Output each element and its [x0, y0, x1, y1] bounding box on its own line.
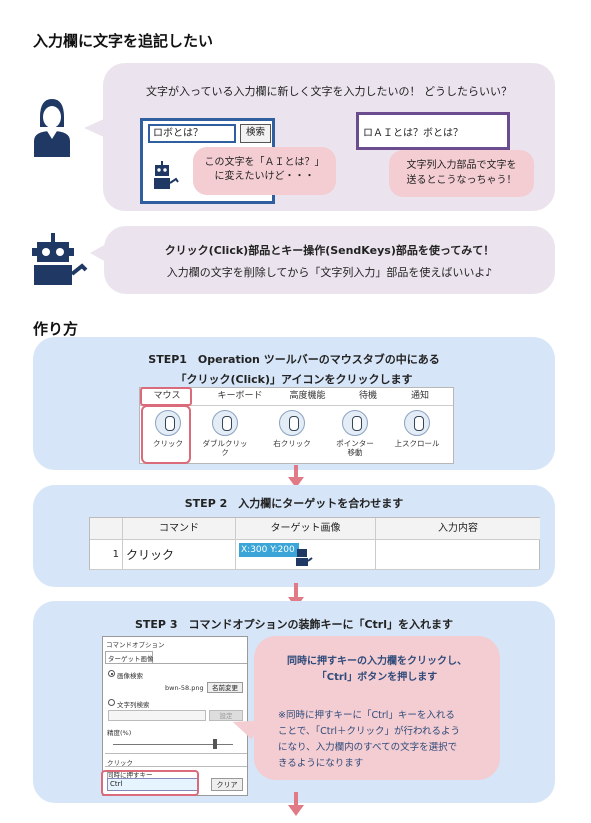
accuracy-slider[interactable] [113, 744, 233, 745]
robot-icon [151, 161, 179, 191]
flow-arrow-1-head [288, 477, 304, 488]
scroll-up-icon [404, 410, 430, 436]
robot-bubble-tail [90, 244, 106, 262]
flow-arrow-1 [294, 465, 298, 478]
robot-answer-line1: クリック(Click)部品とキー操作(SendKeys)部品を使ってみて！ [164, 244, 495, 257]
after-note-line2: 送るとこうなっちゃう！ [406, 175, 517, 186]
command-grid: コマンド ターゲット画像 入力内容 1 クリック X:300 Y:200 [89, 517, 540, 570]
row-input-cell[interactable] [376, 540, 540, 570]
mouse-click-icon [155, 410, 181, 436]
step3-note-line3: になり、入力欄内のすべての文字を選択で [278, 742, 458, 753]
step2-title: STEP 2 入力欄にターゲットを合わせます [184, 497, 404, 510]
right-click-tool-label: 右クリック [273, 439, 311, 448]
col-target-header: ターゲット画像 [236, 518, 376, 540]
row-command[interactable]: クリック [123, 540, 236, 570]
pointer-move-tool-label: ポインター 移動 [336, 439, 374, 457]
step3-note-bold2: 「Ctrl」ボタンを押します [316, 672, 438, 683]
robot-avatar-icon [28, 230, 90, 286]
step1-line1: STEP1 Operation ツールバーのマウスタブの中にある [148, 353, 440, 366]
after-note-line1: 文字列入力部品で文字を [406, 160, 517, 171]
robot-answer-line2: 入力欄の文字を削除してから「文字列入力」部品を使えばいいよ♪ [166, 266, 493, 279]
target-image-tab[interactable]: ターゲット画像 [108, 655, 154, 663]
step3-note-line4: きるようになります [278, 758, 364, 769]
row-number: 1 [90, 540, 123, 570]
flow-arrow-3 [294, 792, 298, 806]
user-question-text: 文字が入っている入力欄に新しく文字を入力したいの！ どうしたらいい？ [146, 85, 512, 98]
tab-mouse[interactable]: マウス [153, 391, 181, 401]
problem-heading: 入力欄に文字を追記したい [33, 32, 214, 50]
step3-note-line2: ことで、「Ctrl＋クリック」が行われるよう [278, 726, 461, 737]
flow-arrow-2 [294, 583, 298, 598]
click-label: クリック [107, 759, 133, 767]
before-note-line2: に変えたいけど・・・ [214, 171, 315, 182]
command-option-dialog: コマンドオプション ターゲット画像 画像検索 bwn-58.png 名前変更 文… [102, 636, 248, 796]
mouse-tab-highlight [140, 387, 192, 406]
bubble-tail [84, 118, 106, 138]
step3-note: 同時に押すキーの入力欄をクリックし、 「Ctrl」ボタンを押します ※同時に押す… [254, 636, 500, 780]
dialog-title: コマンドオプション [106, 641, 165, 649]
right-click-tool[interactable]: 右クリック [267, 410, 317, 448]
example-input-field[interactable]: ロボとは？ [148, 124, 236, 143]
flow-arrow-3-head [288, 805, 304, 816]
row-target-cell[interactable]: X:300 Y:200 [236, 540, 376, 570]
mouse-right-click-icon [279, 410, 305, 436]
tab-notify[interactable]: 通知 [410, 391, 429, 401]
image-search-radio[interactable] [108, 670, 115, 677]
before-note-line1: この文字を「ＡＩとは？」 [204, 157, 325, 168]
step3-note-line1: ※同時に押すキーに「Ctrl」キーを入れる [278, 710, 455, 721]
col-command-header: コマンド [123, 518, 236, 540]
method-heading: 作り方 [33, 320, 79, 338]
user-avatar-icon [30, 95, 74, 157]
step3-title: STEP 3 コマンドオプションの装飾キーに「Ctrl」を入れます [134, 618, 453, 631]
clear-button[interactable]: クリア [211, 778, 243, 791]
set-button[interactable]: 設定 [209, 710, 243, 721]
string-search-input[interactable] [108, 710, 206, 721]
col-input-header: 入力内容 [376, 518, 540, 540]
pointer-move-icon [342, 410, 368, 436]
tab-advanced[interactable]: 高度機能 [289, 391, 326, 401]
tab-wait[interactable]: 待機 [358, 391, 377, 401]
accuracy-slider-thumb[interactable] [213, 739, 217, 749]
example-after-input: ロＡＩとは？ボとは？ [363, 128, 463, 139]
click-tool[interactable]: クリック [143, 410, 193, 448]
double-click-tool-label: ダブルクリック [202, 439, 248, 457]
scroll-up-tool[interactable]: 上スクロール [392, 410, 442, 448]
example-after-box: ロＡＩとは？ボとは？ [356, 112, 510, 150]
file-name: bwn-58.png [165, 684, 204, 692]
modifier-key-highlight [101, 770, 199, 796]
pointer-move-tool[interactable]: ポインター 移動 [330, 410, 380, 457]
operation-toolbar: マウス キーボード 高度機能 待機 通知 クリック ダブルクリック 右クリック … [139, 387, 454, 464]
accuracy-label: 精度(%) [107, 729, 132, 737]
step1-line2: 「クリック(Click)」アイコンをクリックします [175, 373, 413, 386]
modifier-key-label: 同時に押すキー [107, 771, 153, 779]
mouse-double-click-icon [212, 410, 238, 436]
after-note: 文字列入力部品で文字を 送るとこうなっちゃう！ [389, 150, 534, 197]
string-search-radio[interactable] [108, 699, 115, 706]
image-search-label: 画像検索 [117, 672, 143, 680]
click-icon-highlight [141, 405, 191, 464]
robot-answer-bubble [104, 226, 555, 294]
target-coordinates: X:300 Y:200 [239, 543, 299, 557]
step3-note-bold1: 同時に押すキーの入力欄をクリックし、 [287, 656, 467, 667]
example-search-button[interactable]: 検索 [240, 124, 271, 143]
before-note: この文字を「ＡＩとは？」 に変えたいけど・・・ [193, 147, 336, 195]
target-robot-icon [294, 545, 314, 567]
string-search-label: 文字列検索 [117, 701, 150, 709]
scroll-up-tool-label: 上スクロール [394, 439, 440, 448]
tab-keyboard[interactable]: キーボード [217, 391, 263, 401]
click-tool-label: クリック [153, 439, 183, 448]
double-click-tool[interactable]: ダブルクリック [200, 410, 250, 457]
rename-button[interactable]: 名前変更 [207, 682, 243, 693]
